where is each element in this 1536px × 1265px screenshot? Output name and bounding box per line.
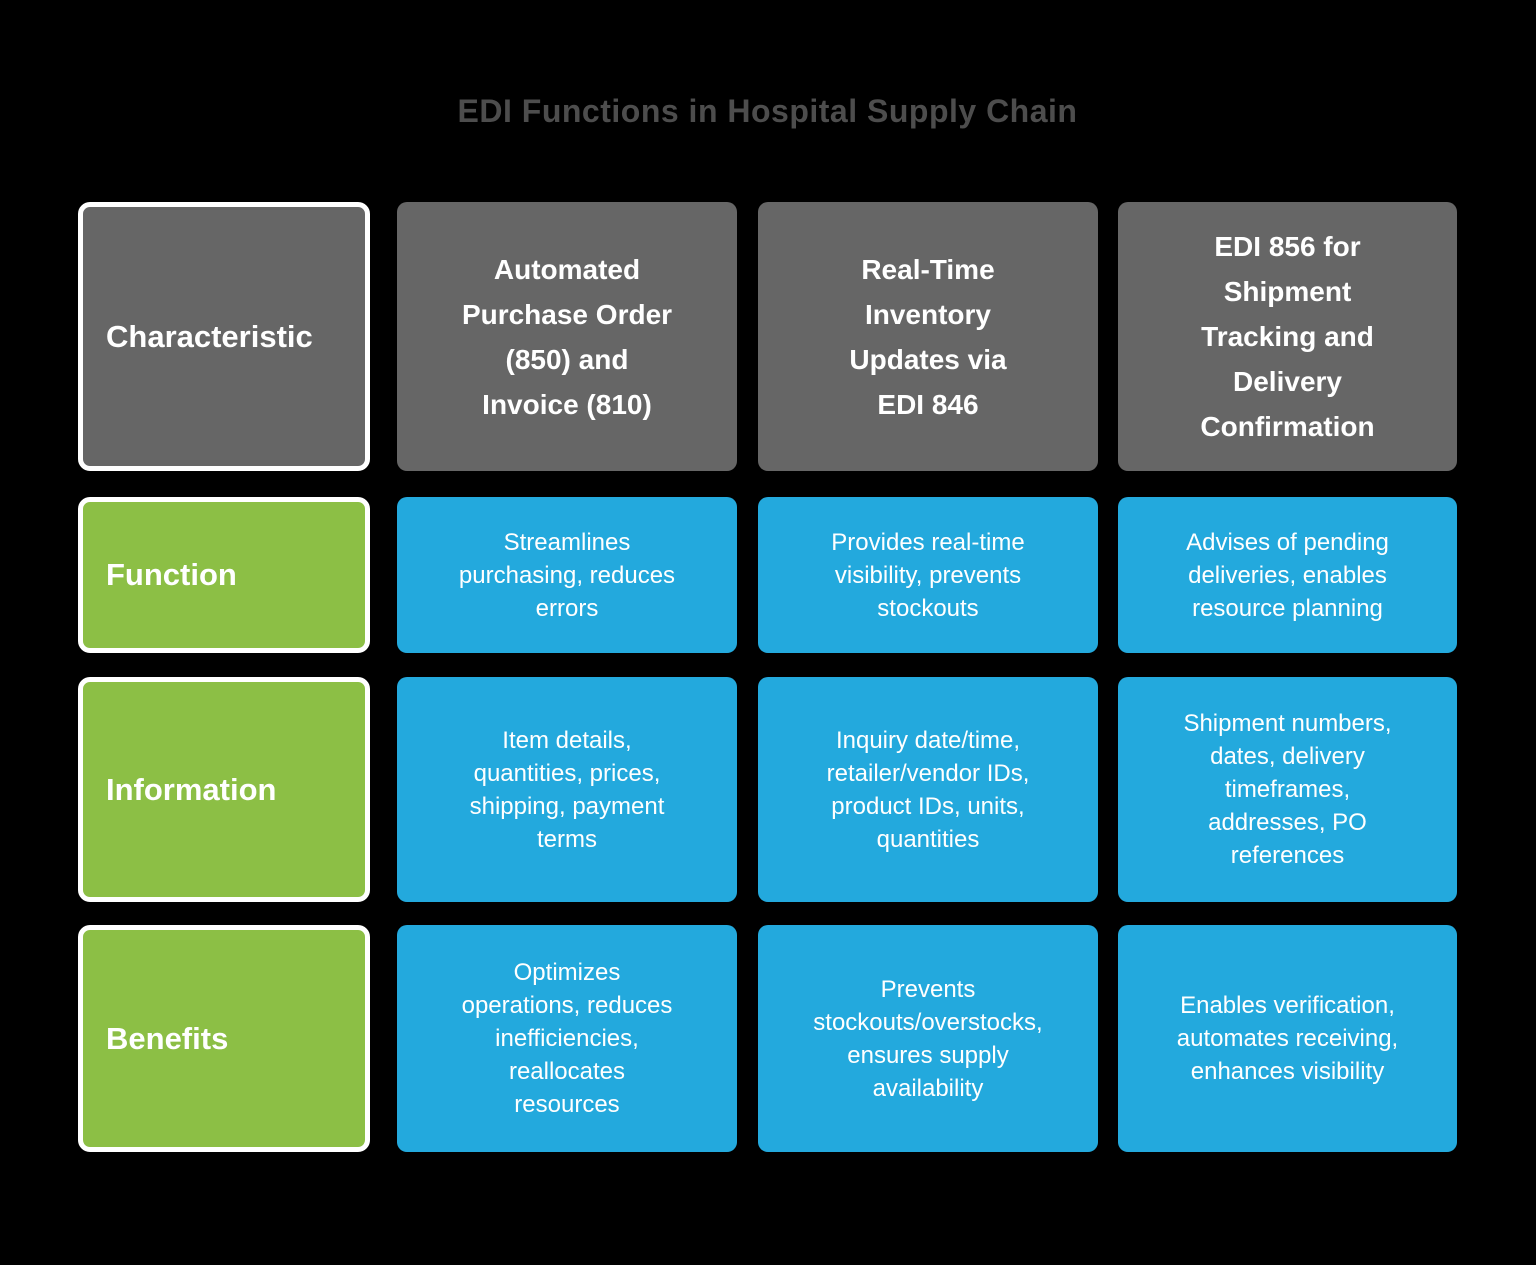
- cell-information-shipment-tracking: Shipment numbers, dates, delivery timefr…: [1118, 677, 1457, 902]
- cell-function-inventory-updates: Provides real-time visibility, prevents …: [758, 497, 1098, 653]
- cell-benefits-inventory-updates: Prevents stockouts/overstocks, ensures s…: [758, 925, 1098, 1152]
- cell-function-shipment-tracking: Advises of pending deliveries, enables r…: [1118, 497, 1457, 653]
- row-label-benefits: Benefits: [78, 925, 370, 1152]
- cell-information-inventory-updates: Inquiry date/time, retailer/vendor IDs, …: [758, 677, 1098, 902]
- cell-benefits-shipment-tracking: Enables verification, automates receivin…: [1118, 925, 1457, 1152]
- cell-benefits-purchase-order: Optimizes operations, reduces inefficien…: [397, 925, 737, 1152]
- row-label-function: Function: [78, 497, 370, 653]
- column-header-inventory-updates: Real-Time Inventory Updates via EDI 846: [758, 202, 1098, 471]
- row-label-information: Information: [78, 677, 370, 902]
- edi-comparison-table: Characteristic Automated Purchase Order …: [78, 202, 1457, 1152]
- cell-function-purchase-order: Streamlines purchasing, reduces errors: [397, 497, 737, 653]
- page-title: EDI Functions in Hospital Supply Chain: [457, 93, 1078, 129]
- column-header-shipment-tracking: EDI 856 for Shipment Tracking and Delive…: [1118, 202, 1457, 471]
- cell-information-purchase-order: Item details, quantities, prices, shippi…: [397, 677, 737, 902]
- corner-header-characteristic: Characteristic: [78, 202, 370, 471]
- column-header-purchase-order: Automated Purchase Order (850) and Invoi…: [397, 202, 737, 471]
